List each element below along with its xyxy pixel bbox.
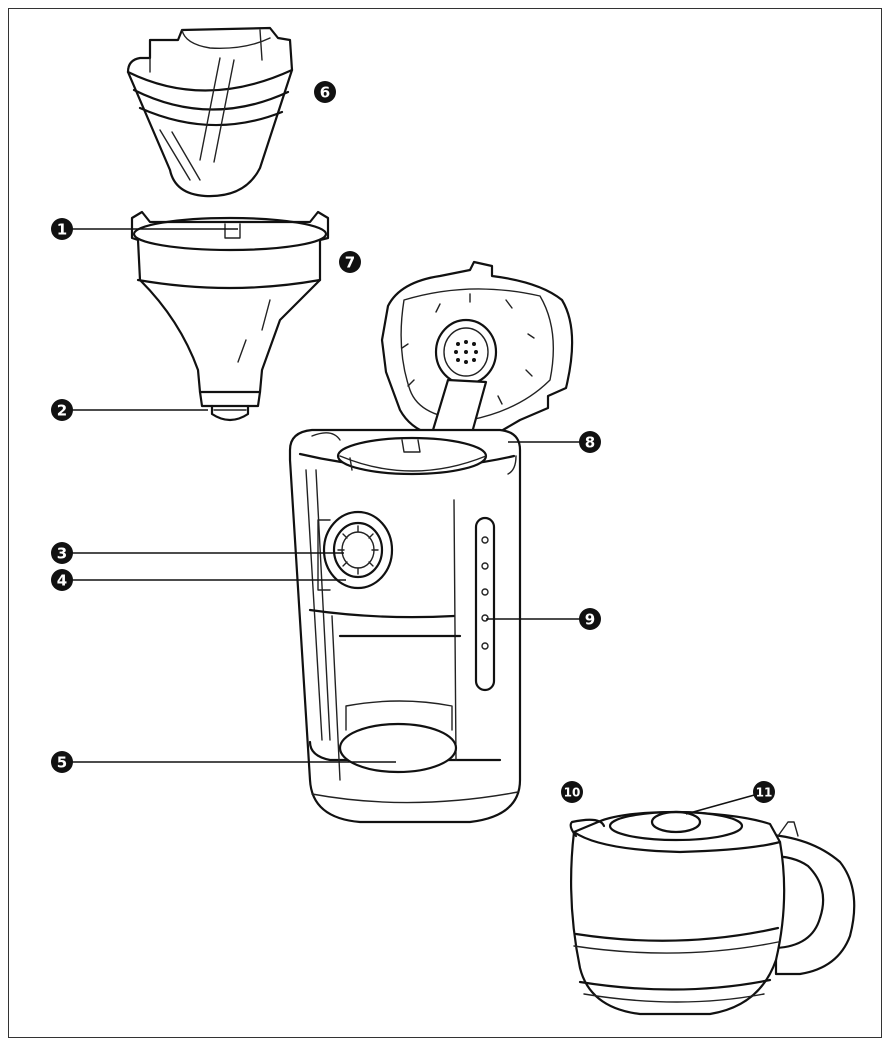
callout-10: 10 bbox=[561, 781, 583, 803]
water-level-window bbox=[474, 516, 496, 692]
callout-1-label: 1 bbox=[57, 221, 67, 239]
callout-7-label: 7 bbox=[345, 254, 355, 272]
callout-3: 3 bbox=[51, 542, 73, 564]
callout-9-label: 9 bbox=[585, 611, 595, 629]
callout-8-label: 8 bbox=[585, 434, 595, 452]
callout-11: 11 bbox=[753, 781, 775, 803]
callout-6-label: 6 bbox=[320, 84, 330, 102]
filter-insert bbox=[126, 26, 294, 198]
control-dial bbox=[317, 510, 394, 591]
callout-4: 4 bbox=[51, 569, 73, 591]
callout-2-label: 2 bbox=[57, 402, 67, 420]
callout-8: 8 bbox=[579, 431, 601, 453]
callout-2: 2 bbox=[51, 399, 73, 421]
callout-6: 6 bbox=[314, 81, 336, 103]
callout-3-label: 3 bbox=[57, 545, 67, 563]
lid-open bbox=[380, 260, 574, 442]
carafe bbox=[569, 810, 856, 1016]
callout-11-label: 11 bbox=[756, 786, 773, 800]
diagram-frame bbox=[8, 8, 882, 1038]
callout-9: 9 bbox=[579, 608, 601, 630]
callout-10-label: 10 bbox=[564, 786, 581, 800]
callout-5-label: 5 bbox=[57, 754, 67, 772]
callout-7: 7 bbox=[339, 251, 361, 273]
warming-plate bbox=[338, 700, 458, 774]
callout-1: 1 bbox=[51, 218, 73, 240]
leader-line-11 bbox=[685, 793, 759, 815]
filter-holder bbox=[130, 210, 330, 422]
callout-5: 5 bbox=[51, 751, 73, 773]
callout-4-label: 4 bbox=[57, 572, 67, 590]
